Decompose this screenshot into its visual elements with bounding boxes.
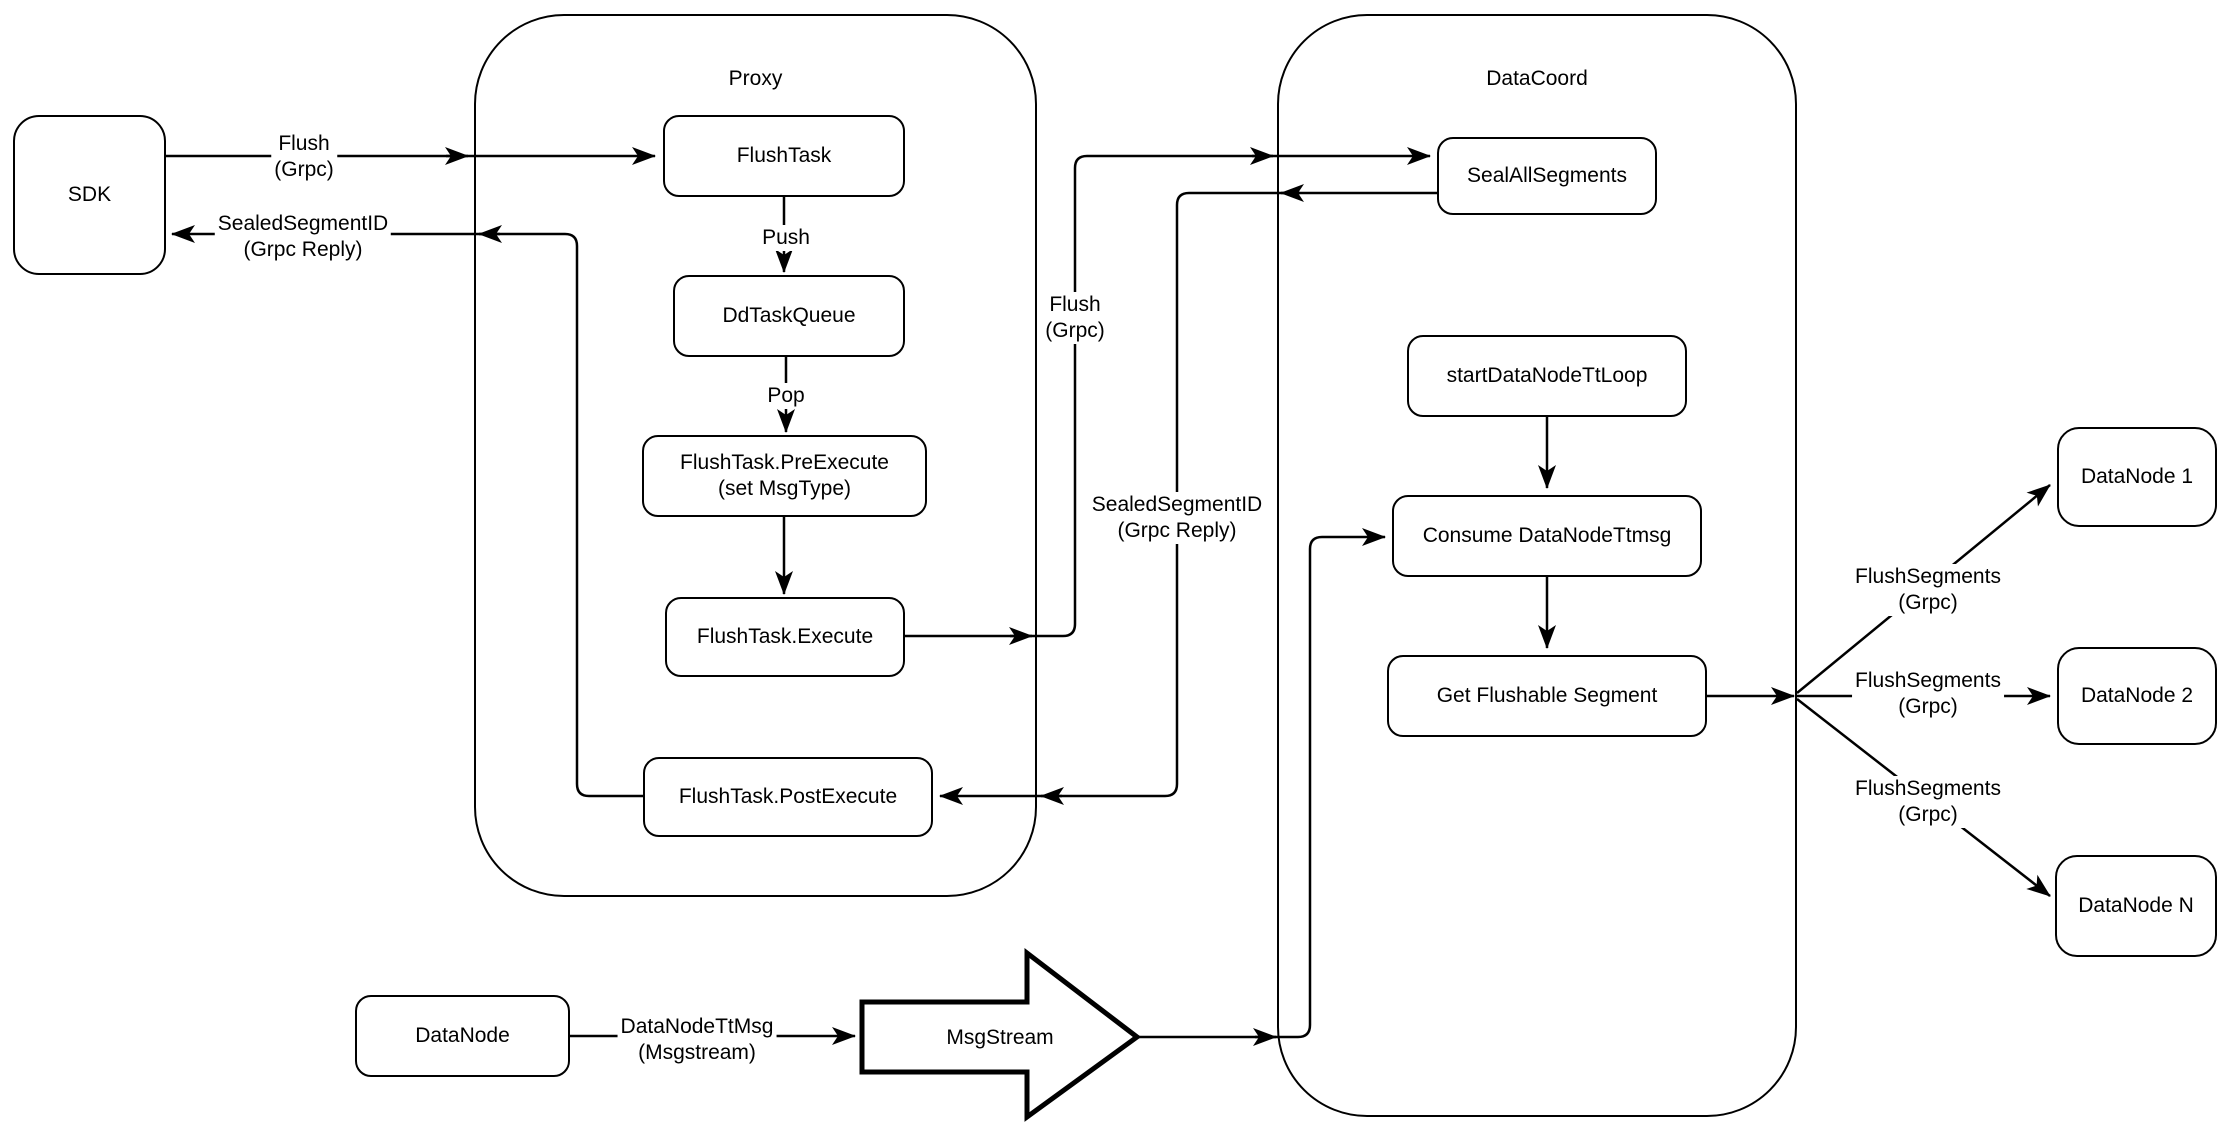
node-datanode-bottom-label: DataNode bbox=[415, 1024, 510, 1047]
node-flushtask-execute: FlushTask.Execute bbox=[665, 597, 905, 677]
node-flushtask: FlushTask bbox=[663, 115, 905, 197]
node-flushtask-postexecute: FlushTask.PostExecute bbox=[643, 757, 933, 837]
node-datanode1: DataNode 1 bbox=[2057, 427, 2217, 527]
node-getflushable-label: Get Flushable Segment bbox=[1436, 684, 1658, 707]
node-ddtaskqueue-label: DdTaskQueue bbox=[722, 304, 856, 327]
node-sdk-label: SDK bbox=[67, 183, 112, 206]
edge-label-flushsegments-3: FlushSegments (Grpc) bbox=[1852, 776, 2004, 828]
edge-label-pop: Pop bbox=[764, 383, 808, 409]
proxy-container-title: Proxy bbox=[728, 67, 783, 90]
edge-label-datanodettmsg: DataNodeTtMsg (Msgstream) bbox=[617, 1014, 777, 1066]
edge-label-push: Push bbox=[759, 225, 813, 251]
node-execute-label: FlushTask.Execute bbox=[696, 625, 874, 648]
node-preexecute-label-line2: (set MsgType) bbox=[717, 477, 852, 500]
edge-label-sealedsegmentid-sdk: SealedSegmentID (Grpc Reply) bbox=[214, 211, 392, 263]
msgstream-label: MsgStream bbox=[946, 1026, 1054, 1049]
node-datanode1-label: DataNode 1 bbox=[2080, 465, 2194, 488]
node-sealallsegments-label: SealAllSegments bbox=[1467, 164, 1627, 187]
datacoord-container bbox=[1277, 14, 1797, 1117]
edge-label-flush-mid: Flush (Grpc) bbox=[1042, 292, 1108, 344]
node-datanode2-label: DataNode 2 bbox=[2080, 684, 2194, 707]
arrow-execute-to-sealallsegments bbox=[905, 147, 1431, 638]
node-postexecute-label: FlushTask.PostExecute bbox=[678, 785, 898, 808]
edge-label-sealedsegmentid-mid: SealedSegmentID (Grpc Reply) bbox=[1088, 492, 1266, 544]
edge-label-flush-sdk: Flush (Grpc) bbox=[271, 131, 337, 183]
datacoord-container-title: DataCoord bbox=[1486, 67, 1588, 90]
edge-label-flushsegments-1: FlushSegments (Grpc) bbox=[1852, 564, 2004, 616]
node-datanoden-label: DataNode N bbox=[2078, 894, 2194, 917]
proxy-container bbox=[474, 14, 1037, 897]
node-get-flushable-segment: Get Flushable Segment bbox=[1387, 655, 1707, 737]
node-flushtask-label: FlushTask bbox=[736, 144, 832, 167]
node-datanoden: DataNode N bbox=[2055, 855, 2217, 957]
edge-label-flushsegments-2: FlushSegments (Grpc) bbox=[1852, 668, 2004, 720]
node-datanode-bottom: DataNode bbox=[355, 995, 570, 1077]
node-consume-datanodettmsg: Consume DataNodeTtmsg bbox=[1392, 495, 1702, 577]
node-preexecute-label-line1: FlushTask.PreExecute bbox=[680, 451, 889, 474]
node-datanode2: DataNode 2 bbox=[2057, 647, 2217, 745]
node-startdatanodettloop-label: startDataNodeTtLoop bbox=[1446, 364, 1648, 387]
node-flushtask-preexecute: FlushTask.PreExecute (set MsgType) bbox=[642, 435, 927, 517]
msgstream-shape bbox=[859, 947, 1142, 1122]
node-consume-label: Consume DataNodeTtmsg bbox=[1422, 524, 1672, 547]
node-sdk: SDK bbox=[13, 115, 166, 275]
node-ddtaskqueue: DdTaskQueue bbox=[673, 275, 905, 357]
node-startdatanodettloop: startDataNodeTtLoop bbox=[1407, 335, 1687, 417]
node-sealallsegments: SealAllSegments bbox=[1437, 137, 1657, 215]
arrow-postexecute-to-sdk bbox=[171, 225, 643, 798]
